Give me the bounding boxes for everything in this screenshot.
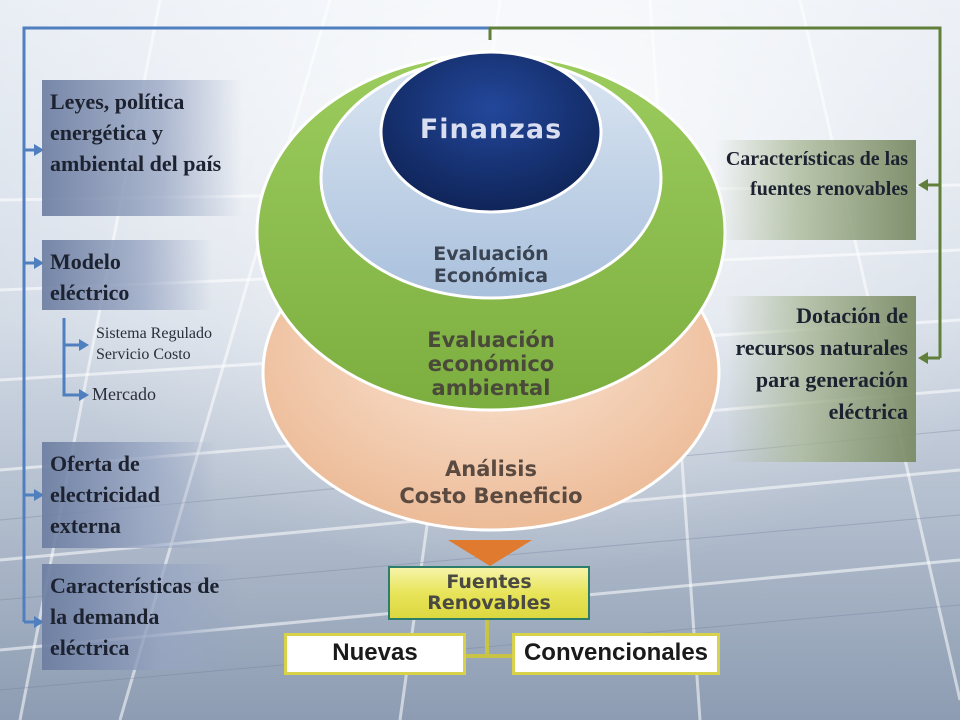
right-connector-bracket <box>488 26 942 360</box>
sistema-regulado-label: Sistema Regulado Servicio Costo <box>96 323 212 365</box>
finanzas-label: Finanzas <box>419 114 563 145</box>
down-arrow <box>448 540 532 566</box>
fuentes-line-1: Fuentes <box>446 571 532 593</box>
evaluacion-economico-ambiental-label: Evaluación económico ambiental <box>391 328 591 400</box>
nuevas-box: Nuevas <box>284 633 466 675</box>
evaluacion-economica-line-1: Evaluación <box>433 243 549 265</box>
caracteristicas-demanda-label: Características de la demanda eléctrica <box>42 564 242 670</box>
fuentes-line-2: Renovables <box>427 592 551 614</box>
convencionales-box: Convencionales <box>512 633 720 675</box>
leyes-politica-label: Leyes, política energética y ambiental d… <box>42 80 242 216</box>
modelo-electrico-label: Modelo eléctrico <box>42 240 212 310</box>
analisis-costo-beneficio-label: Análisis Costo Beneficio <box>371 456 611 510</box>
finanzas-oval <box>379 50 603 214</box>
evaluacion-economica-line-2: Económica <box>433 265 549 287</box>
left-arrowheads <box>34 144 89 628</box>
oferta-electricidad-label: Oferta de electricidad externa <box>42 442 217 548</box>
fuentes-tree <box>466 620 514 658</box>
sistema-regulado-line-1: Sistema Regulado <box>96 325 212 342</box>
evaluacion-ambiental-line-3: ambiental <box>431 376 551 400</box>
evaluacion-economica-label: Evaluación Económica <box>401 243 581 287</box>
sistema-regulado-line-2: Servicio Costo <box>96 346 191 363</box>
analisis-line-1: Análisis <box>445 457 537 481</box>
caracteristicas-fuentes-label: Características de las fuentes renovable… <box>716 140 916 240</box>
evaluacion-ambiental-line-2: económico <box>427 352 555 376</box>
right-arrowheads <box>918 179 928 364</box>
mercado-label: Mercado <box>92 384 156 404</box>
fuentes-renovables-box: Fuentes Renovables <box>388 566 590 620</box>
dotacion-recursos-label: Dotación de recursos naturales para gene… <box>726 296 916 462</box>
analisis-line-2: Costo Beneficio <box>399 484 583 508</box>
evaluacion-ambiental-line-1: Evaluación <box>427 328 555 352</box>
